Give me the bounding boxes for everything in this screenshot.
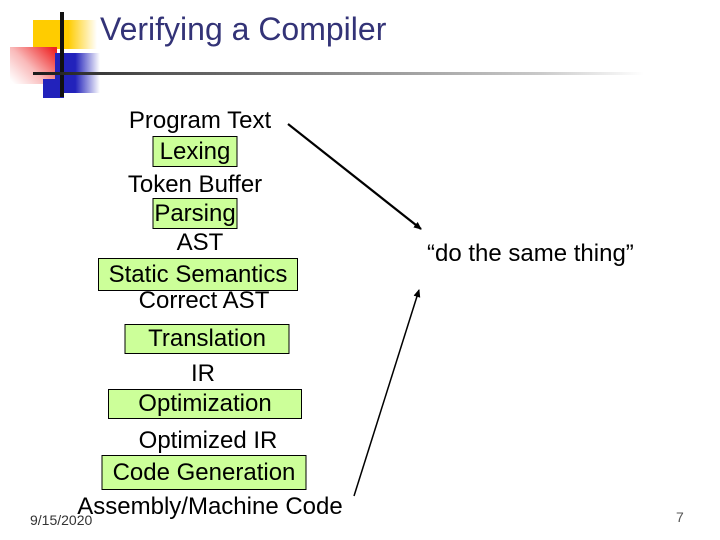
pipeline-stage-box: Parsing [152, 198, 238, 229]
pipeline-stage-box: Optimization [108, 389, 302, 419]
pipeline-stage-box: Code Generation [101, 455, 307, 490]
slide-title: Verifying a Compiler [100, 11, 387, 47]
pipeline-stage-box: Lexing [152, 136, 238, 167]
pipeline-artifact-label: AST [176, 229, 224, 256]
pipeline-artifact-label: Program Text [128, 107, 272, 134]
quote-text: “do the same thing” [427, 240, 634, 267]
pipeline-artifact-label: Optimized IR [138, 427, 278, 454]
pipeline-artifact-label: Assembly/Machine Code [77, 493, 343, 520]
logo-vertical-line [60, 12, 64, 97]
pipeline-stage-box: Static Semantics [98, 258, 298, 291]
pipeline-stage-box: Translation [124, 324, 290, 354]
page-number: 7 [676, 509, 684, 525]
footer-date: 9/15/2020 [30, 512, 93, 528]
pipeline-artifact-label: IR [191, 360, 215, 387]
logo-yellow-square [33, 20, 97, 49]
pipeline-artifact-label: Token Buffer [127, 171, 263, 198]
title-underline-rule [33, 72, 663, 75]
pipeline-artifact-label: Correct AST [138, 287, 270, 314]
logo-red-square [10, 47, 57, 84]
